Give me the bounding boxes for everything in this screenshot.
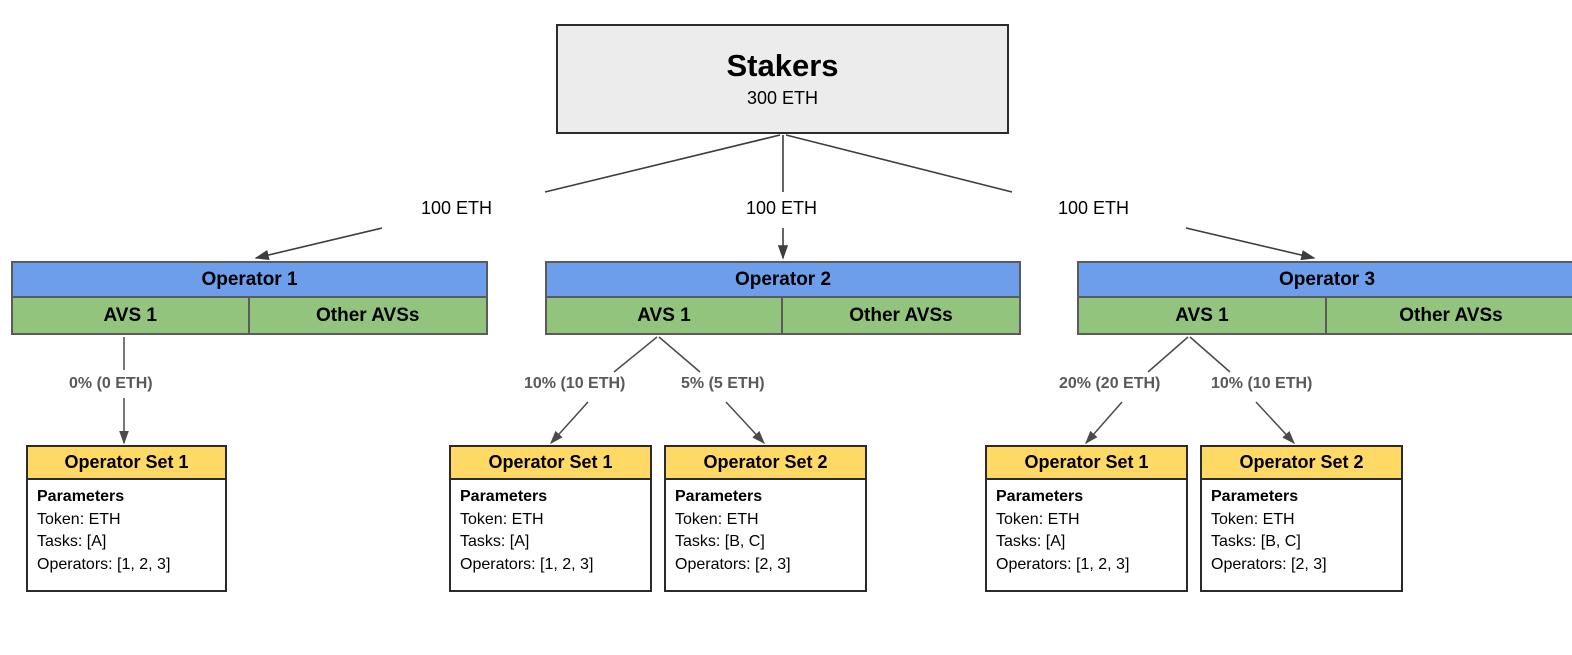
param-tasks: Tasks: [B, C] — [675, 533, 765, 551]
param-tasks: Tasks: [A] — [37, 533, 107, 551]
delegation-label-operator2: 100 ETH — [746, 198, 818, 218]
stakers-amount: 300 ETH — [746, 87, 819, 108]
operator-set-3-2-body: Parameters Token: ETH Tasks: [B, C] Oper… — [1202, 480, 1401, 583]
operator-set-1-1-body: Parameters Token: ETH Tasks: [A] Operato… — [28, 480, 225, 583]
operator-set-3-2-title: Operator Set 2 — [1202, 447, 1401, 480]
param-operators: Operators: [1, 2, 3] — [996, 556, 1130, 574]
operator-2-avs-other[interactable]: Other AVSs — [783, 298, 1019, 333]
param-tasks: Tasks: [A] — [996, 533, 1066, 551]
param-token: Token: ETH — [460, 510, 544, 528]
operator-2-avs-row: AVS 1 Other AVSs — [547, 298, 1019, 333]
operator-set-card-1-1[interactable]: Operator Set 1 Parameters Token: ETH Tas… — [26, 445, 227, 592]
operator-1-avs-primary[interactable]: AVS 1 — [13, 298, 250, 333]
stakers-title: Stakers — [726, 48, 839, 84]
operator-3-avs-row: AVS 1 Other AVSs — [1079, 298, 1572, 333]
param-token: Token: ETH — [1211, 510, 1295, 528]
param-token: Token: ETH — [996, 510, 1080, 528]
operator-3-avs-primary[interactable]: AVS 1 — [1079, 298, 1327, 333]
operator-node-2[interactable]: Operator 2 AVS 1 Other AVSs — [545, 261, 1021, 335]
operator-set-card-3-1[interactable]: Operator Set 1 Parameters Token: ETH Tas… — [985, 445, 1188, 592]
operator-set-3-1-body: Parameters Token: ETH Tasks: [A] Operato… — [987, 480, 1186, 583]
param-tasks: Tasks: [B, C] — [1211, 533, 1301, 551]
operator-3-avs-other[interactable]: Other AVSs — [1327, 298, 1572, 333]
params-heading: Parameters — [460, 488, 548, 505]
param-token: Token: ETH — [37, 510, 121, 528]
operator-node-1[interactable]: Operator 1 AVS 1 Other AVSs — [11, 261, 488, 335]
operator-set-2-1-body: Parameters Token: ETH Tasks: [A] Operato… — [451, 480, 650, 583]
operator-1-avs-other[interactable]: Other AVSs — [249, 298, 486, 333]
allocation-label-operator3-set1: 20% (20 ETH) — [1059, 375, 1161, 392]
operator-set-card-2-1[interactable]: Operator Set 1 Parameters Token: ETH Tas… — [449, 445, 652, 592]
delegation-label-operator1: 100 ETH — [421, 198, 493, 218]
operator-node-3[interactable]: Operator 3 AVS 1 Other AVSs — [1077, 261, 1572, 335]
stakers-node[interactable]: Stakers 300 ETH — [556, 24, 1009, 134]
delegation-label-operator3: 100 ETH — [1058, 198, 1130, 218]
edge-stakers-operator3 — [785, 134, 1316, 261]
param-operators: Operators: [2, 3] — [675, 556, 791, 574]
allocation-label-operator3-set2: 10% (10 ETH) — [1211, 375, 1313, 392]
params-heading: Parameters — [996, 488, 1084, 505]
param-tasks: Tasks: [A] — [460, 533, 530, 551]
operator-1-avs-row: AVS 1 Other AVSs — [13, 298, 486, 333]
allocation-label-operator2-set2: 5% (5 ETH) — [681, 375, 765, 392]
param-operators: Operators: [2, 3] — [1211, 556, 1327, 574]
operator-1-title: Operator 1 — [13, 263, 486, 298]
param-operators: Operators: [1, 2, 3] — [37, 556, 171, 574]
edge-stakers-operator1 — [254, 134, 781, 261]
param-token: Token: ETH — [675, 510, 759, 528]
operator-2-title: Operator 2 — [547, 263, 1019, 298]
params-heading: Parameters — [675, 488, 763, 505]
operator-3-title: Operator 3 — [1079, 263, 1572, 298]
operator-set-card-3-2[interactable]: Operator Set 2 Parameters Token: ETH Tas… — [1200, 445, 1403, 592]
operator-set-1-1-title: Operator Set 1 — [28, 447, 225, 480]
operator-set-2-2-body: Parameters Token: ETH Tasks: [B, C] Oper… — [666, 480, 865, 583]
params-heading: Parameters — [1211, 488, 1299, 505]
param-operators: Operators: [1, 2, 3] — [460, 556, 594, 574]
params-heading: Parameters — [37, 488, 125, 505]
operator-2-avs-primary[interactable]: AVS 1 — [547, 298, 783, 333]
operator-set-3-1-title: Operator Set 1 — [987, 447, 1186, 480]
allocation-label-operator1-set1: 0% (0 ETH) — [69, 375, 153, 392]
operator-set-2-2-title: Operator Set 2 — [666, 447, 865, 480]
operator-set-card-2-2[interactable]: Operator Set 2 Parameters Token: ETH Tas… — [664, 445, 867, 592]
operator-set-2-1-title: Operator Set 1 — [451, 447, 650, 480]
allocation-label-operator2-set1: 10% (10 ETH) — [524, 375, 626, 392]
